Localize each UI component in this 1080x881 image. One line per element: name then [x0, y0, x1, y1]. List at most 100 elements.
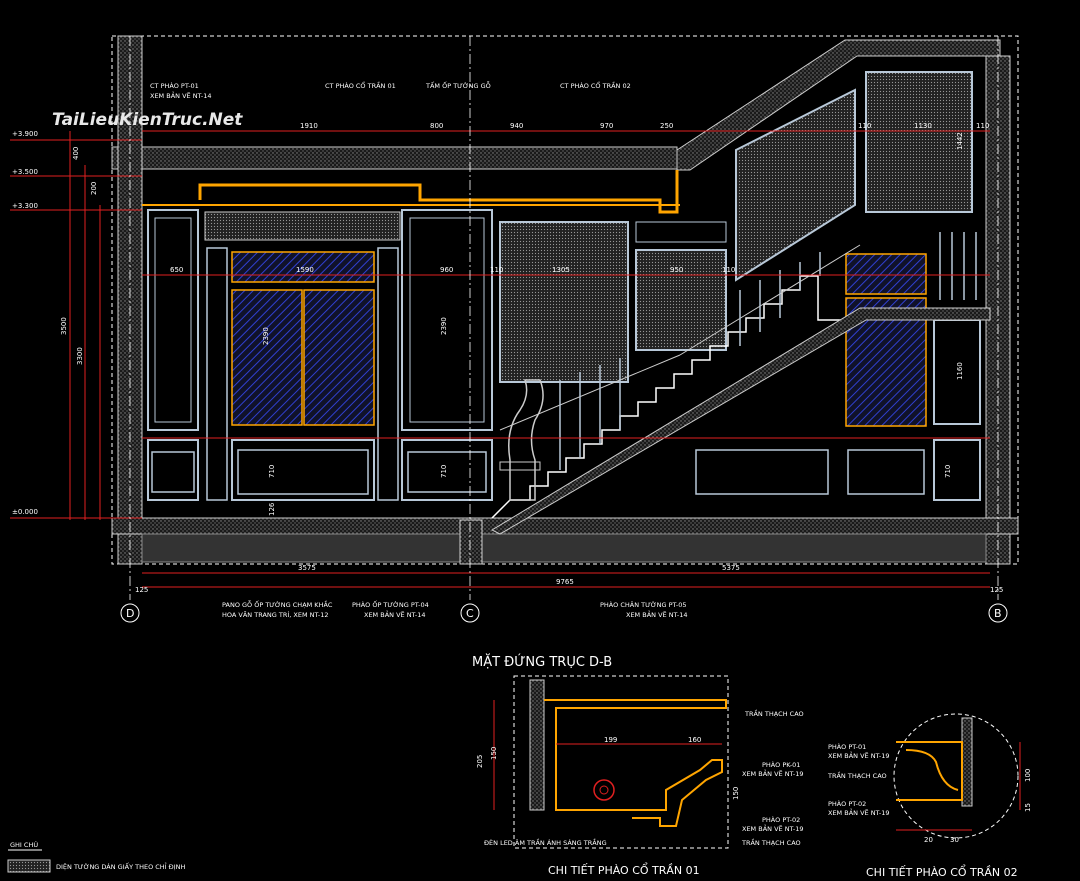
dim-text: 200	[90, 182, 98, 195]
annotation: CT PHÀO CỔ TRẦN 01	[325, 80, 396, 90]
door-crown	[204, 211, 401, 241]
detail2-title: CHI TIẾT PHÀO CỔ TRẦN 02	[866, 864, 1018, 879]
dim-text: 205	[476, 755, 484, 768]
dim-text: 125	[135, 586, 148, 594]
drawing-title: MẶT ĐỨNG TRỤC D-B	[472, 654, 612, 670]
floor-line	[111, 517, 1019, 535]
dim-text: 3575	[298, 564, 316, 572]
window-transom	[845, 253, 927, 295]
level-marker: ±0.000	[12, 508, 38, 516]
stair-wall-panel	[735, 88, 856, 282]
wainscot-mid	[401, 439, 493, 501]
axis-lines	[129, 36, 999, 600]
dim-text: 250	[660, 122, 673, 130]
dim-text: 20	[924, 836, 933, 844]
annotation: XEM BẢN VẼ NT-14	[626, 610, 688, 619]
detail1-label: ĐÈN LED ÂM TRẦN ÁNH SÁNG TRẮNG	[484, 837, 607, 847]
detail1-label: TRẦN THẠCH CAO	[744, 708, 804, 718]
detail2-label: XEM BẢN VẼ NT-19	[828, 751, 890, 760]
dim-text: 1442	[956, 132, 964, 150]
wall-panel-mid	[401, 209, 493, 431]
annotation: XEM BẢN VẼ NT-14	[150, 91, 212, 100]
annotation: CT PHÀO CỔ TRẦN 02	[560, 80, 631, 90]
dim-text: 150	[732, 787, 740, 800]
dim-text: 1160	[956, 362, 964, 380]
cornice	[198, 170, 679, 214]
ornament-group	[151, 449, 925, 495]
detail-1	[493, 675, 729, 849]
wallpaper-panel-1	[499, 221, 629, 383]
column-c	[459, 519, 483, 565]
ceiling-slab	[111, 146, 678, 170]
dim-text: 1130	[914, 122, 932, 130]
detail1-label: XEM BẢN VẼ NT-19	[742, 824, 804, 833]
dim-text: 800	[430, 122, 443, 130]
watermark: TaiLieuKienTruc.Net	[52, 110, 243, 130]
level-marker: +3.900	[12, 130, 38, 138]
dim-text: 110	[858, 122, 871, 130]
dim-text: 2390	[262, 327, 270, 345]
axis-label-c: C	[466, 607, 474, 620]
dim-text: 650	[170, 266, 183, 274]
dimension-lines	[10, 130, 990, 588]
annotation: PHÀO CHÂN TƯỜNG PT-05	[600, 600, 686, 609]
detail1-title: CHI TIẾT PHÀO CỔ TRẦN 01	[548, 862, 700, 877]
door-lower-panel	[231, 439, 375, 501]
detail1-label: TRẦN THẠCH CAO	[741, 837, 801, 847]
annotation: PHÀO ỐP TƯỜNG PT-04	[352, 599, 429, 609]
balusters	[559, 232, 977, 470]
dim-text: 710	[944, 465, 952, 478]
dim-text: 2390	[440, 317, 448, 335]
dim-text: 15	[1024, 803, 1032, 812]
detail1-label: PHÀO PK-01	[762, 760, 800, 769]
wall-panel	[147, 209, 199, 431]
newel-cap	[499, 461, 541, 471]
annotation: HOA VĂN TRANG TRÍ, XEM NT-12	[222, 610, 328, 619]
axis-bubbles	[120, 603, 1008, 623]
upper-wall-panel	[865, 71, 973, 213]
pilaster-left	[206, 247, 228, 501]
legend-swatch	[7, 859, 51, 873]
wallpaper-panel-2	[635, 249, 727, 351]
upper-stair-slab	[676, 39, 1001, 171]
detail-2	[893, 713, 1021, 839]
dim-text: 5375	[722, 564, 740, 572]
annotation: CT PHÀO PT-01	[150, 81, 199, 90]
dim-text: 126	[268, 502, 276, 516]
detail1-label: XEM BẢN VẼ NT-19	[742, 769, 804, 778]
dim-text: 3300	[76, 347, 84, 365]
level-marker: +3.500	[12, 168, 38, 176]
detail2-label: PHÀO PT-01	[828, 742, 866, 751]
dim-text: 970	[600, 122, 613, 130]
detail2-label: PHÀO PT-02	[828, 799, 866, 808]
door-leaf-right	[303, 289, 375, 426]
dim-text: 1590	[296, 266, 314, 274]
dim-text: 940	[510, 122, 523, 130]
detail2-label: XEM BẢN VẼ NT-19	[828, 808, 890, 817]
detail1-label: PHÀO PT-02	[762, 815, 800, 824]
axis-label-b: B	[994, 607, 1002, 620]
annotation: XEM BẢN VẼ NT-14	[364, 610, 426, 619]
wall-panel-inner	[154, 217, 192, 423]
right-wainscot	[933, 439, 981, 501]
dim-text: 30	[950, 836, 959, 844]
staircase	[490, 244, 991, 535]
dim-text: 710	[440, 465, 448, 478]
dim-text: 9765	[556, 578, 574, 586]
door-leaf-left	[231, 289, 303, 426]
dim-text: 960	[440, 266, 453, 274]
newel-post	[508, 379, 544, 501]
dim-text: 150	[490, 747, 498, 760]
dim-text: 1305	[552, 266, 570, 274]
dim-text: 950	[670, 266, 683, 274]
transom-glass	[231, 251, 375, 283]
foundation	[141, 533, 987, 563]
dim-text: 1910	[300, 122, 318, 130]
legend-heading: GHI CHÚ	[10, 840, 38, 849]
dim-text: 199	[604, 736, 617, 744]
small-panel	[635, 221, 727, 243]
level-marker: +3.300	[12, 202, 38, 210]
dim-text: 110	[976, 122, 989, 130]
dim-text: 110	[722, 266, 735, 274]
